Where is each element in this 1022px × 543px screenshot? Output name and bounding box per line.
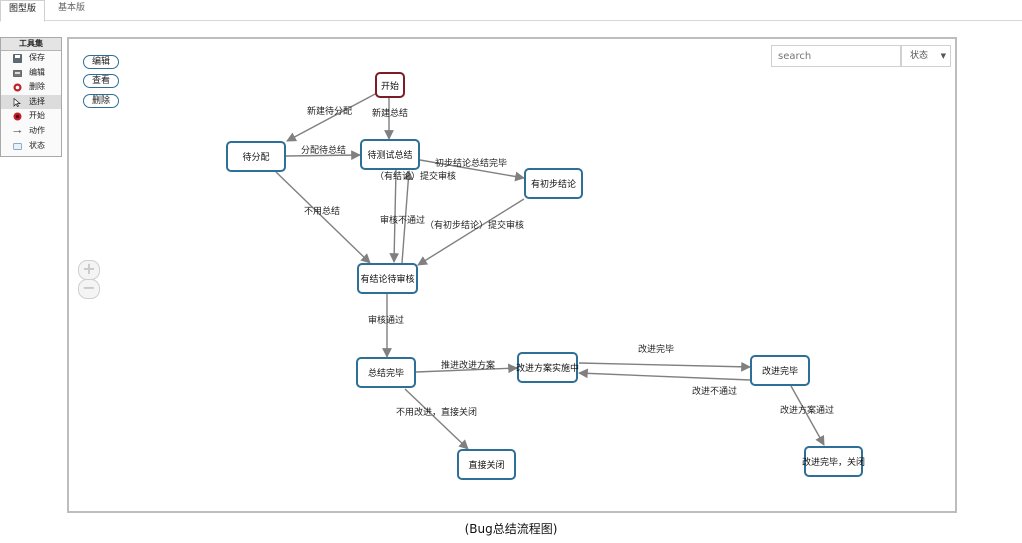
- node-label: 待测试总结: [367, 149, 412, 161]
- diagram-caption: (Bug总结流程图): [464, 522, 558, 536]
- edge-assign-summary[interactable]: [285, 150, 361, 161]
- tab-graphic[interactable]: 图型版: [0, 0, 46, 22]
- edge-submit-with-conclusion[interactable]: [389, 169, 400, 263]
- tool-action[interactable]: 动作: [1, 124, 61, 139]
- node-label: 改进完毕，关闭: [802, 456, 865, 468]
- edge-label: 改进完毕: [638, 343, 674, 355]
- tool-edit-label: 编辑: [29, 67, 45, 77]
- node-label: 有初步结论: [531, 178, 576, 190]
- edge-label: 推进改进方案: [441, 359, 495, 371]
- start-icon: [13, 112, 22, 121]
- tool-select-label: 选择: [29, 96, 45, 106]
- node-label: 直接关闭: [468, 459, 504, 471]
- status-filter-select[interactable]: 状态 ▼: [901, 45, 951, 67]
- edge-label: 分配待总结: [301, 144, 346, 156]
- tool-save-label: 保存: [29, 53, 45, 62]
- search-input[interactable]: [771, 45, 901, 67]
- tool-save[interactable]: 保存: [1, 51, 61, 66]
- edge-label: 初步结论总结完毕: [435, 157, 507, 169]
- edit-icon: [13, 69, 22, 77]
- edge-label: 不用改进，直接关闭: [396, 406, 477, 418]
- flow-node-improving[interactable]: 改进方案实施中: [516, 352, 579, 383]
- edge-no-improve-close[interactable]: [404, 388, 469, 450]
- caret-down-icon: ▼: [940, 52, 946, 60]
- edge-label: 新建待分配: [307, 105, 352, 117]
- edge-improve-pass[interactable]: [790, 385, 825, 446]
- edge-label: 审核通过: [368, 314, 404, 326]
- edge-new-pending[interactable]: [286, 92, 378, 142]
- node-label: 有结论待审核: [360, 273, 414, 285]
- edge-label: （有初步结论）提交审核: [425, 219, 524, 231]
- tool-start-label: 开始: [29, 111, 45, 121]
- tool-select[interactable]: 选择: [1, 94, 61, 110]
- zoom-out-button[interactable]: −: [78, 279, 100, 299]
- edge-label: 不用总结: [304, 205, 340, 217]
- edge-no-summary[interactable]: [275, 171, 371, 264]
- flow-node-closed[interactable]: 直接关闭: [457, 449, 516, 480]
- tool-state[interactable]: 状态: [1, 139, 61, 154]
- edge-submit-prelim[interactable]: [417, 198, 525, 266]
- flow-node-improved-closed[interactable]: 改进完毕，关闭: [802, 446, 865, 477]
- tool-edit[interactable]: 编辑: [1, 66, 61, 81]
- flow-node-review[interactable]: 有结论待审核: [357, 263, 418, 294]
- edge-prelim-done[interactable]: [419, 159, 525, 182]
- node-label: 待分配: [242, 151, 269, 163]
- flow-node-start[interactable]: 开始: [375, 72, 405, 98]
- delete-icon: [13, 83, 22, 92]
- flow-node-improved[interactable]: 改进完毕: [750, 355, 810, 386]
- tool-delete-label: 删除: [29, 82, 45, 92]
- node-label: 改进完毕: [762, 365, 798, 377]
- flow-node-pending-summary[interactable]: 待测试总结: [360, 139, 420, 170]
- status-filter-label: 状态: [910, 51, 929, 61]
- state-icon: [13, 142, 22, 150]
- tool-start[interactable]: 开始: [1, 109, 61, 124]
- edge-improve-fail[interactable]: [578, 368, 751, 381]
- edge-label: 改进不通过: [692, 385, 737, 397]
- flow-canvas[interactable]: 编辑 查看 删除 状态 ▼ + −: [67, 37, 957, 513]
- delete-button[interactable]: 删除: [83, 94, 119, 108]
- flow-node-done[interactable]: 总结完毕: [356, 357, 416, 388]
- tool-delete[interactable]: 删除: [1, 80, 61, 95]
- flow-node-prelim[interactable]: 有初步结论: [524, 168, 583, 199]
- tab-basic[interactable]: 基本版: [58, 3, 86, 13]
- node-label: 改进方案实施中: [516, 362, 579, 374]
- view-tabs: 图型版 基本版: [0, 0, 1022, 22]
- edge-label: 审核不通过: [380, 214, 425, 226]
- edge-review-fail[interactable]: [401, 170, 414, 264]
- zoom-control: + −: [78, 260, 100, 299]
- node-label: 开始: [381, 80, 399, 92]
- pointer-icon: [13, 97, 21, 107]
- toolbox-panel: 工具集 保存 编辑 删除 选择 开始 动作 状态: [0, 37, 62, 157]
- edit-button[interactable]: 编辑: [83, 55, 119, 69]
- edge-label: 改进方案通过: [780, 404, 834, 416]
- arrow-icon: [13, 129, 22, 133]
- flow-node-pending[interactable]: 待分配: [226, 141, 286, 172]
- edge-label: 新建总结: [372, 107, 408, 119]
- edge-improve-done[interactable]: [578, 361, 751, 372]
- save-icon: [13, 54, 22, 63]
- flow-edges: [275, 92, 825, 450]
- edge-push-improve[interactable]: [415, 363, 518, 374]
- tool-action-label: 动作: [29, 125, 45, 135]
- view-button[interactable]: 查看: [83, 74, 119, 88]
- edge-label: （有结论）提交审核: [375, 170, 456, 182]
- flow-edge-labels: 新建待分配 新建总结 分配待总结 初步结论总结完毕 （有结论）提交审核 不用总结…: [301, 105, 834, 418]
- tool-state-label: 状态: [29, 140, 45, 150]
- node-label: 总结完毕: [368, 367, 404, 379]
- toolbox-title: 工具集: [1, 38, 61, 51]
